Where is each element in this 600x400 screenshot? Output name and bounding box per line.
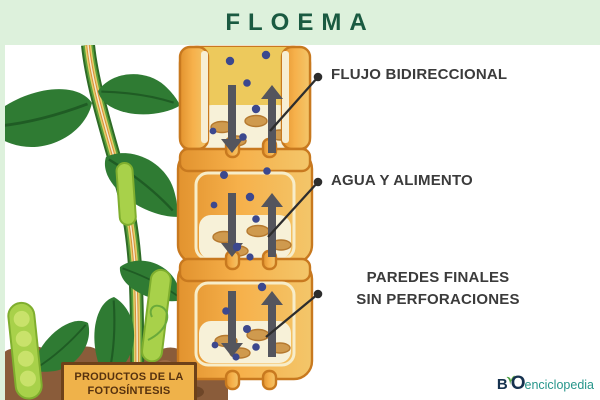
header-bar: FLOEMA xyxy=(0,0,600,45)
label-agua-y-alimento: AGUA Y ALIMENTO xyxy=(331,172,473,189)
label-paredes-finales-line1: PAREDES FINALES xyxy=(366,269,510,286)
sieve-cell-1 xyxy=(178,45,312,151)
page-title: FLOEMA xyxy=(225,8,375,36)
pointer-line-1 xyxy=(269,72,323,132)
pointer-line-2 xyxy=(267,177,323,238)
products-box-line1: PRODUCTOS DE LA xyxy=(74,371,184,383)
left-border-strip xyxy=(0,0,5,400)
pointer-lines xyxy=(265,72,323,338)
label-paredes-finales: PAREDES FINALES SIN PERFORACIONES xyxy=(338,267,538,311)
plant-illustration xyxy=(0,45,196,400)
logo-letter-b: B xyxy=(496,376,508,393)
products-fotosintesis-box: PRODUCTOS DE LA FOTOSÍNTESIS xyxy=(61,362,197,400)
logo-leaf-icon xyxy=(506,373,515,385)
logo-letter-o: O xyxy=(510,373,526,394)
sap-particles xyxy=(209,50,271,361)
brand-logo: B O enciclopedia xyxy=(497,373,594,395)
phloem-tube-illustration xyxy=(176,45,314,391)
pointer-line-3 xyxy=(265,289,323,338)
diagram-illustration xyxy=(0,45,323,400)
tube-bottom-pegs xyxy=(224,369,278,391)
label-flujo-bidireccional: FLUJO BIDIRECCIONAL xyxy=(331,66,508,83)
label-paredes-finales-line2: SIN PERFORACIONES xyxy=(356,291,520,308)
pea-pods xyxy=(7,161,172,400)
logo-text: enciclopedia xyxy=(524,378,595,392)
products-box-line2: FOTOSÍNTESIS xyxy=(87,384,171,397)
cell-junction-2 xyxy=(178,249,312,283)
plant-tendril xyxy=(147,304,169,341)
